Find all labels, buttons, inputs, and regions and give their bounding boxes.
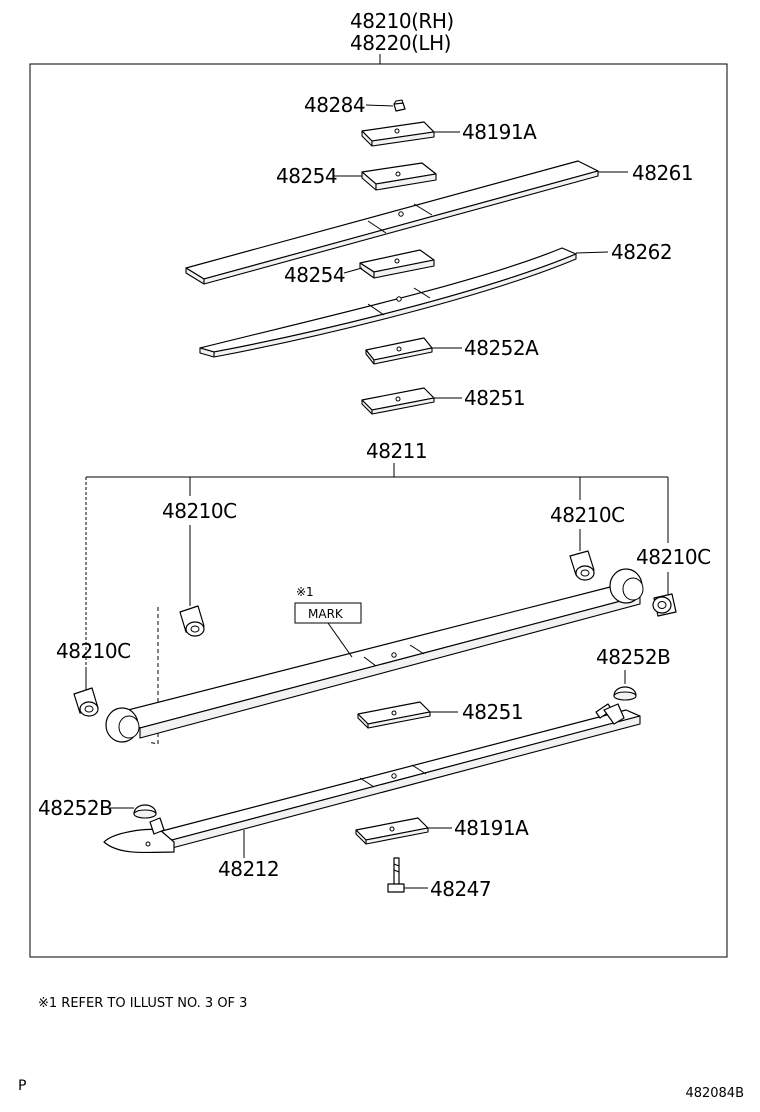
label-48191A-bottom: 48191A bbox=[454, 816, 529, 840]
clip-48254-a bbox=[361, 162, 437, 191]
nut-48284 bbox=[393, 99, 406, 112]
label-48284: 48284 bbox=[304, 93, 365, 117]
plate-48191A-bottom bbox=[355, 817, 429, 845]
leaf-48261 bbox=[185, 160, 599, 285]
bushing-48210C-1 bbox=[179, 605, 205, 637]
label-48191A-top: 48191A bbox=[462, 120, 537, 144]
label-48212: 48212 bbox=[218, 857, 279, 881]
bushing-48210C-2 bbox=[569, 550, 595, 581]
leader-48254-b bbox=[343, 267, 363, 274]
label-48251-bottom: 48251 bbox=[462, 700, 523, 724]
plate-48251-top bbox=[361, 387, 435, 415]
label-48252A: 48252A bbox=[464, 336, 539, 360]
mark-ref-symbol: ※1 bbox=[296, 585, 314, 599]
label-48254-a: 48254 bbox=[276, 164, 337, 188]
label-48211: 48211 bbox=[366, 439, 427, 463]
clip-48254-b bbox=[359, 249, 435, 279]
plate-48252A bbox=[365, 337, 433, 365]
corner-code-left: P bbox=[18, 1078, 27, 1094]
label-48252B-right: 48252B bbox=[596, 645, 670, 669]
label-48247: 48247 bbox=[430, 877, 491, 901]
label-48251-top: 48251 bbox=[464, 386, 525, 410]
label-48210C-3: 48210C bbox=[636, 545, 711, 569]
label-48210C-4: 48210C bbox=[56, 639, 131, 663]
label-48262: 48262 bbox=[611, 240, 672, 264]
bolt-48247 bbox=[387, 857, 405, 893]
alignment-dashed-line bbox=[147, 607, 159, 745]
leader-48262 bbox=[575, 251, 609, 254]
label-48252B-left: 48252B bbox=[38, 796, 112, 820]
label-48210C-2: 48210C bbox=[550, 503, 625, 527]
plate-48191A-top bbox=[361, 121, 435, 147]
leader-48284 bbox=[365, 104, 394, 107]
label-48254-b: 48254 bbox=[284, 263, 345, 287]
leaf-48211 bbox=[105, 568, 644, 743]
bracket-48211 bbox=[85, 463, 669, 690]
plate-48251-bottom bbox=[357, 701, 431, 729]
label-48261: 48261 bbox=[632, 161, 693, 185]
label-48210C-1: 48210C bbox=[162, 499, 237, 523]
leaf-48262 bbox=[199, 247, 577, 358]
bushing-48210C-3 bbox=[652, 593, 677, 617]
leaf-48212 bbox=[103, 703, 641, 854]
cap-48252B-right bbox=[613, 686, 637, 701]
assembly-number-rh: 48210(RH) bbox=[350, 9, 454, 33]
assembly-number-lh: 48220(LH) bbox=[350, 31, 451, 55]
leader-mark bbox=[327, 622, 353, 658]
cap-48252B-left bbox=[133, 804, 157, 819]
bushing-48210C-4 bbox=[73, 687, 99, 717]
illustration-number: 482084B bbox=[685, 1086, 744, 1101]
assembly-frame bbox=[29, 63, 728, 958]
footnote: ※1 REFER TO ILLUST NO. 3 OF 3 bbox=[38, 996, 248, 1011]
mark-label: MARK bbox=[308, 607, 344, 621]
